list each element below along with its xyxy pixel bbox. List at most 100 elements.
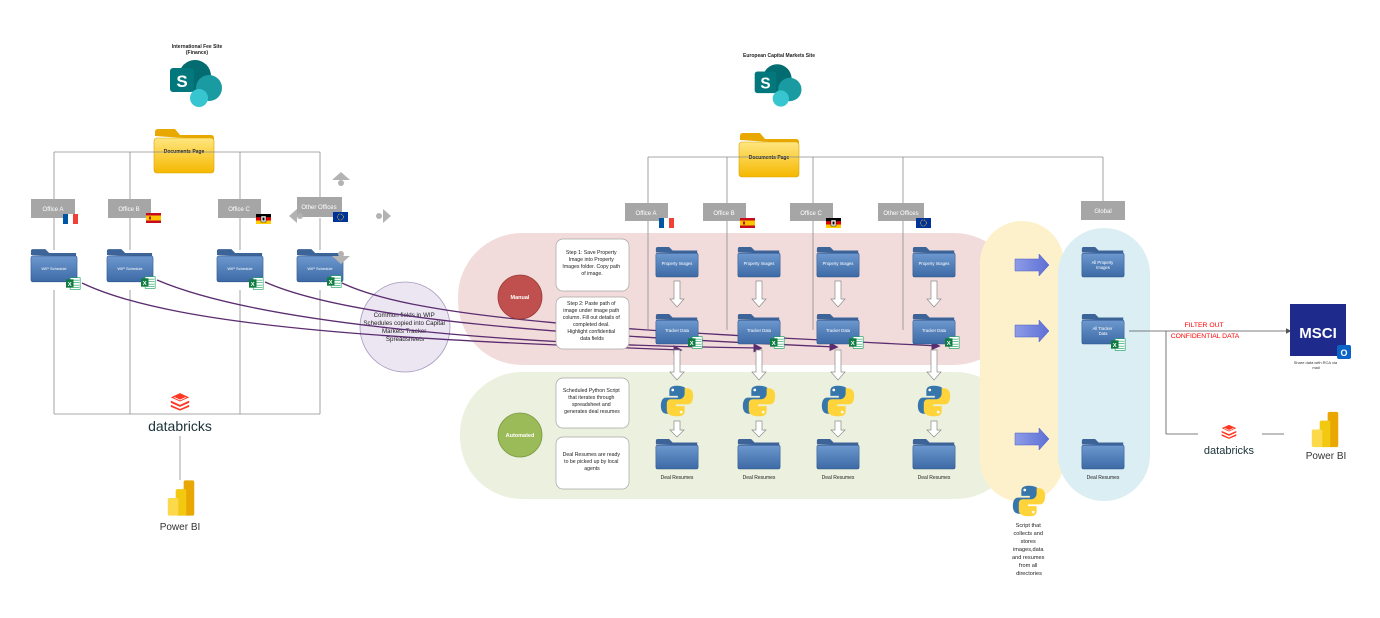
deal-resumes-row: Deal Resumes Deal Resumes Deal Resumes D…: [655, 438, 956, 481]
folder-label-line: All Property: [1092, 260, 1115, 265]
folder-label: Property Images: [744, 261, 775, 266]
property-images-row: Property Images Property Images Property…: [655, 246, 956, 278]
note-line: agents: [584, 466, 600, 472]
flag-eu-icon: [916, 218, 931, 228]
note-line: Images folder. Copy path: [562, 264, 620, 270]
outlook-glyph: O: [1340, 348, 1347, 358]
flag-spain-icon: [740, 218, 755, 228]
databricks-wordmark: databricks: [1204, 445, 1255, 457]
msci-wordmark: MSCI: [1299, 325, 1337, 342]
down-arrow-icon: [669, 420, 685, 438]
handle-down-icon[interactable]: [332, 256, 350, 264]
databricks-icon: [1221, 424, 1237, 439]
automated-label: Automated: [506, 433, 535, 439]
selection-handles[interactable]: [289, 172, 391, 264]
office-label: Office B: [713, 211, 734, 217]
note-line: Image into Property: [569, 257, 615, 263]
down-arrow-icon: [926, 349, 942, 381]
note-line: that iterates through: [568, 395, 614, 401]
office-header: [703, 203, 746, 221]
folder-label: Property Images: [823, 261, 854, 266]
excel-icon: [327, 275, 342, 288]
folder-label: Deal Resumes: [918, 475, 951, 481]
left-site-subtitle: (Finance): [186, 50, 209, 56]
down-arrow-icon: [830, 420, 846, 438]
note-line: from all: [1019, 563, 1037, 569]
office-header: [31, 199, 75, 218]
note-line: Scheduled Python Script: [563, 388, 620, 394]
folder-label: Property Images: [919, 261, 950, 266]
msci-caption: Share data with RCA via mail: [1294, 360, 1338, 370]
folder-label-line: All Tracker: [1093, 326, 1113, 331]
right-tree-lines: [647, 156, 1104, 330]
office-header: [297, 197, 342, 217]
folder-label: Tracker Data: [665, 328, 690, 333]
note-line: data fields: [580, 336, 604, 342]
filter-line: CONFIDENTIAL DATA: [1171, 333, 1240, 340]
note-line: to be picked up by local: [564, 459, 618, 465]
excel-icon: [945, 336, 960, 349]
down-arrow-icon: [751, 280, 767, 308]
note-line: image under image path: [563, 308, 619, 314]
left-tree-lines: [53, 151, 321, 480]
note-line: stores: [1021, 539, 1036, 545]
powerbi-icon: [1311, 411, 1339, 448]
note-line: Script that: [1016, 523, 1042, 529]
note-line: images,data: [1013, 547, 1044, 553]
handle-up-icon[interactable]: [332, 172, 350, 180]
filter-line: FILTER OUT: [1185, 322, 1224, 329]
note-line: Schedules copied into Capital: [363, 320, 445, 327]
right-arrow-icon: [1014, 253, 1050, 277]
handle-left-icon[interactable]: [289, 209, 297, 223]
folder-label-line: Data: [1099, 331, 1109, 336]
office-header: [790, 203, 833, 221]
note-line: of image.: [581, 271, 602, 277]
collector-text: Script that collects and stores images,d…: [1012, 523, 1046, 577]
note-line: Deal Resumes are ready: [563, 452, 621, 458]
handle-top-icon[interactable]: [338, 180, 344, 186]
left-site: International Fee Site (Finance) Documen…: [30, 44, 451, 533]
databricks-icon: [170, 392, 190, 411]
global-header: [1081, 201, 1125, 220]
note-line: column. Fill out details of: [563, 315, 621, 321]
excel-icon: [770, 336, 785, 349]
handle-bottom-icon[interactable]: [338, 251, 344, 257]
handle-right-dot-icon[interactable]: [376, 213, 382, 219]
note-line: Spreadsheets: [386, 336, 424, 343]
caption-line: Share data with RCA via: [1294, 360, 1338, 365]
handle-right-icon[interactable]: [383, 209, 391, 223]
export-lines: [1129, 328, 1292, 435]
down-arrow-icon: [751, 349, 767, 381]
office-label: Office A: [43, 207, 64, 213]
note-line: spreadsheet and: [572, 402, 611, 408]
right-arrow-icon: [1014, 319, 1050, 343]
flag-spain-icon: [146, 213, 161, 223]
pickup-text: Deal Resumes are ready to be picked up b…: [563, 452, 622, 472]
excel-icon: [688, 336, 703, 349]
office-header: [108, 199, 151, 218]
note-line: Step 1: Save Property: [566, 250, 617, 256]
note-line: completed deal.: [573, 322, 610, 328]
global-label: Global: [1094, 209, 1111, 215]
folder-label: Tracker Data: [922, 328, 947, 333]
office-label: Other Offices: [301, 205, 336, 211]
all-tracker-data-label: All Tracker Data: [1093, 326, 1114, 336]
note-line: directories: [1016, 571, 1042, 577]
collector-arrows: [1014, 253, 1050, 451]
right-arrow-icon: [1014, 427, 1050, 451]
wip-schedule-label: WIP Schedule: [227, 266, 253, 271]
flag-germany-icon: [826, 218, 841, 228]
folder-label: Tracker Data: [826, 328, 851, 333]
pickup-note: [555, 436, 630, 490]
handle-left-dot-icon[interactable]: [297, 213, 303, 219]
databricks-wordmark: databricks: [148, 418, 212, 434]
powerbi-label: Power BI: [160, 522, 201, 533]
note-line: Highlight confidential: [567, 329, 615, 335]
folder-icon: [912, 438, 956, 470]
left-site-title: International Fee Site: [172, 44, 223, 50]
step2-note: [555, 296, 630, 350]
office-header: [878, 203, 924, 221]
automated-circle: [497, 412, 543, 458]
down-arrows: [669, 280, 942, 438]
